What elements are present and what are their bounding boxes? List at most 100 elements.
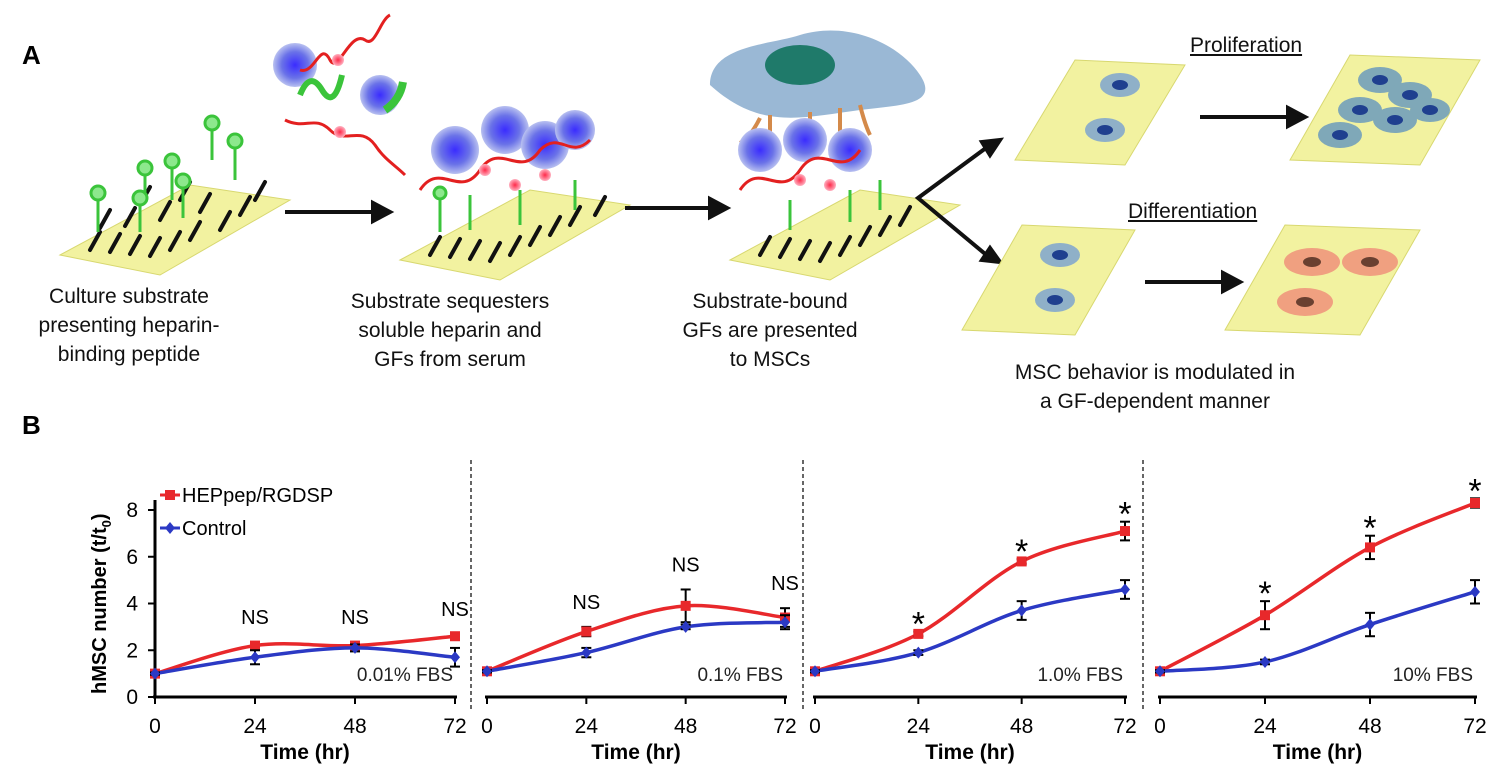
x-axis-label: Time (hr): [260, 741, 349, 764]
heppep-data-point: [1120, 526, 1130, 537]
heppep-series-line: [154, 634, 456, 676]
x-tick-label: 0: [481, 715, 493, 738]
x-axis-label: Time (hr): [925, 741, 1014, 764]
x-tick-label: 72: [1463, 715, 1486, 738]
caption-line: MSC behavior is modulated in: [1014, 361, 1296, 384]
control-data-point: [150, 667, 160, 680]
y-tick-label: 4: [126, 593, 138, 616]
x-tick-label: 72: [1113, 715, 1136, 738]
control-data-point: [450, 651, 460, 664]
x-tick-label: 48: [674, 715, 697, 738]
control-data-point: [581, 646, 592, 659]
condition-label: 10% FBS: [1393, 665, 1473, 686]
caption-line: Culture substrate: [49, 285, 209, 308]
caption-line: a GF-dependent manner: [1040, 390, 1270, 413]
heppep-series-line: [1159, 501, 1476, 673]
caption-line: GFs are presented: [682, 319, 858, 342]
control-data-point: [680, 620, 691, 633]
control-series-line: [814, 587, 1126, 674]
control-data-point: [913, 646, 924, 659]
caption-line: GFs from serum: [374, 348, 526, 371]
caption-step3: Substrate-bound GFs are presented to MSC…: [645, 287, 895, 374]
x-tick-label: 24: [907, 715, 931, 738]
control-data-point: [1016, 604, 1027, 617]
significance-label: NS: [241, 607, 269, 629]
legend-label: HEPpep/RGDSP: [182, 485, 333, 507]
heppep-series-line: [814, 529, 1126, 673]
control-data-point: [780, 616, 790, 629]
proliferation-plates: [1014, 54, 1481, 166]
control-data-point: [250, 651, 260, 664]
y-tick-label: 2: [126, 639, 138, 662]
panel-b-letter: B: [22, 410, 41, 440]
significance-label: NS: [441, 599, 469, 621]
panel-a-schematic: [58, 13, 1481, 336]
significance-label: NS: [572, 592, 600, 614]
control-data-point: [1120, 583, 1130, 596]
y-tick-label: 0: [126, 686, 138, 709]
heppep-data-point: [1470, 497, 1480, 508]
x-tick-label: 0: [1154, 715, 1166, 738]
proliferation-label: Proliferation: [1190, 34, 1303, 57]
y-tick-label: 8: [126, 499, 138, 522]
y-axis-label: hMSC number (t/t0): [89, 513, 114, 694]
process-arrows: [285, 104, 1310, 295]
legend-swatch-marker: [165, 522, 175, 534]
heppep-data-point: [1016, 556, 1027, 567]
significance-label: *: [912, 606, 925, 644]
differentiation-plates: [961, 224, 1421, 336]
heppep-series-line: [486, 603, 786, 673]
x-tick-label: 24: [243, 715, 267, 738]
x-tick-label: 0: [809, 715, 821, 738]
x-tick-label: 24: [575, 715, 599, 738]
x-tick-label: 24: [1253, 715, 1277, 738]
heppep-data-point: [913, 628, 924, 639]
y-axis-label-sub: 0: [99, 520, 114, 527]
caption-step1: Culture substrate presenting heparin- bi…: [0, 282, 258, 369]
control-data-point: [482, 665, 492, 678]
control-series-line: [154, 646, 456, 676]
heppep-data-point: [250, 640, 260, 651]
soluble-heparin-gf: [273, 13, 407, 177]
condition-label: 0.1% FBS: [697, 665, 783, 686]
substrate-2: [398, 106, 632, 281]
heppep-data-point: [680, 600, 691, 611]
significance-label: *: [1015, 533, 1028, 571]
x-axis-label: Time (hr): [1273, 741, 1362, 764]
significance-label: *: [1258, 575, 1271, 613]
heppep-data-point: [450, 631, 460, 642]
differentiation-label: Differentiation: [1128, 200, 1258, 223]
control-data-point: [1260, 655, 1270, 668]
significance-label: NS: [771, 573, 799, 595]
heppep-data-point: [581, 626, 592, 637]
condition-label: 0.01% FBS: [357, 665, 453, 686]
control-data-point: [350, 641, 360, 654]
caption-outcome: MSC behavior is modulated in a GF-depend…: [930, 358, 1380, 416]
y-axis-label-close: ): [89, 513, 111, 520]
y-axis-label-main: hMSC number (t/t: [89, 527, 111, 694]
legend-swatch-marker: [165, 490, 175, 500]
control-series-line: [486, 620, 786, 674]
caption-step2: Substrate sequesters soluble heparin and…: [305, 287, 595, 374]
control-data-point: [1365, 618, 1375, 631]
control-data-point: [1155, 665, 1165, 678]
substrate-3: [710, 30, 962, 281]
heppep-data-point: [1365, 542, 1375, 553]
control-series-line: [1159, 590, 1476, 674]
x-tick-label: 48: [1010, 715, 1033, 738]
caption-line: binding peptide: [57, 343, 201, 366]
significance-label: NS: [672, 554, 700, 576]
control-data-point: [1470, 585, 1480, 598]
heppep-data-point: [1260, 610, 1270, 621]
x-tick-label: 48: [343, 715, 366, 738]
control-data-point: [810, 665, 820, 678]
significance-label: *: [1118, 496, 1131, 534]
x-axis-label: Time (hr): [591, 741, 680, 764]
x-tick-label: 72: [773, 715, 796, 738]
significance-label: NS: [341, 607, 369, 629]
caption-line: soluble heparin and: [358, 319, 542, 342]
condition-label: 1.0% FBS: [1037, 665, 1123, 686]
caption-line: Substrate sequesters: [350, 290, 550, 313]
caption-line: Substrate-bound: [692, 290, 848, 313]
